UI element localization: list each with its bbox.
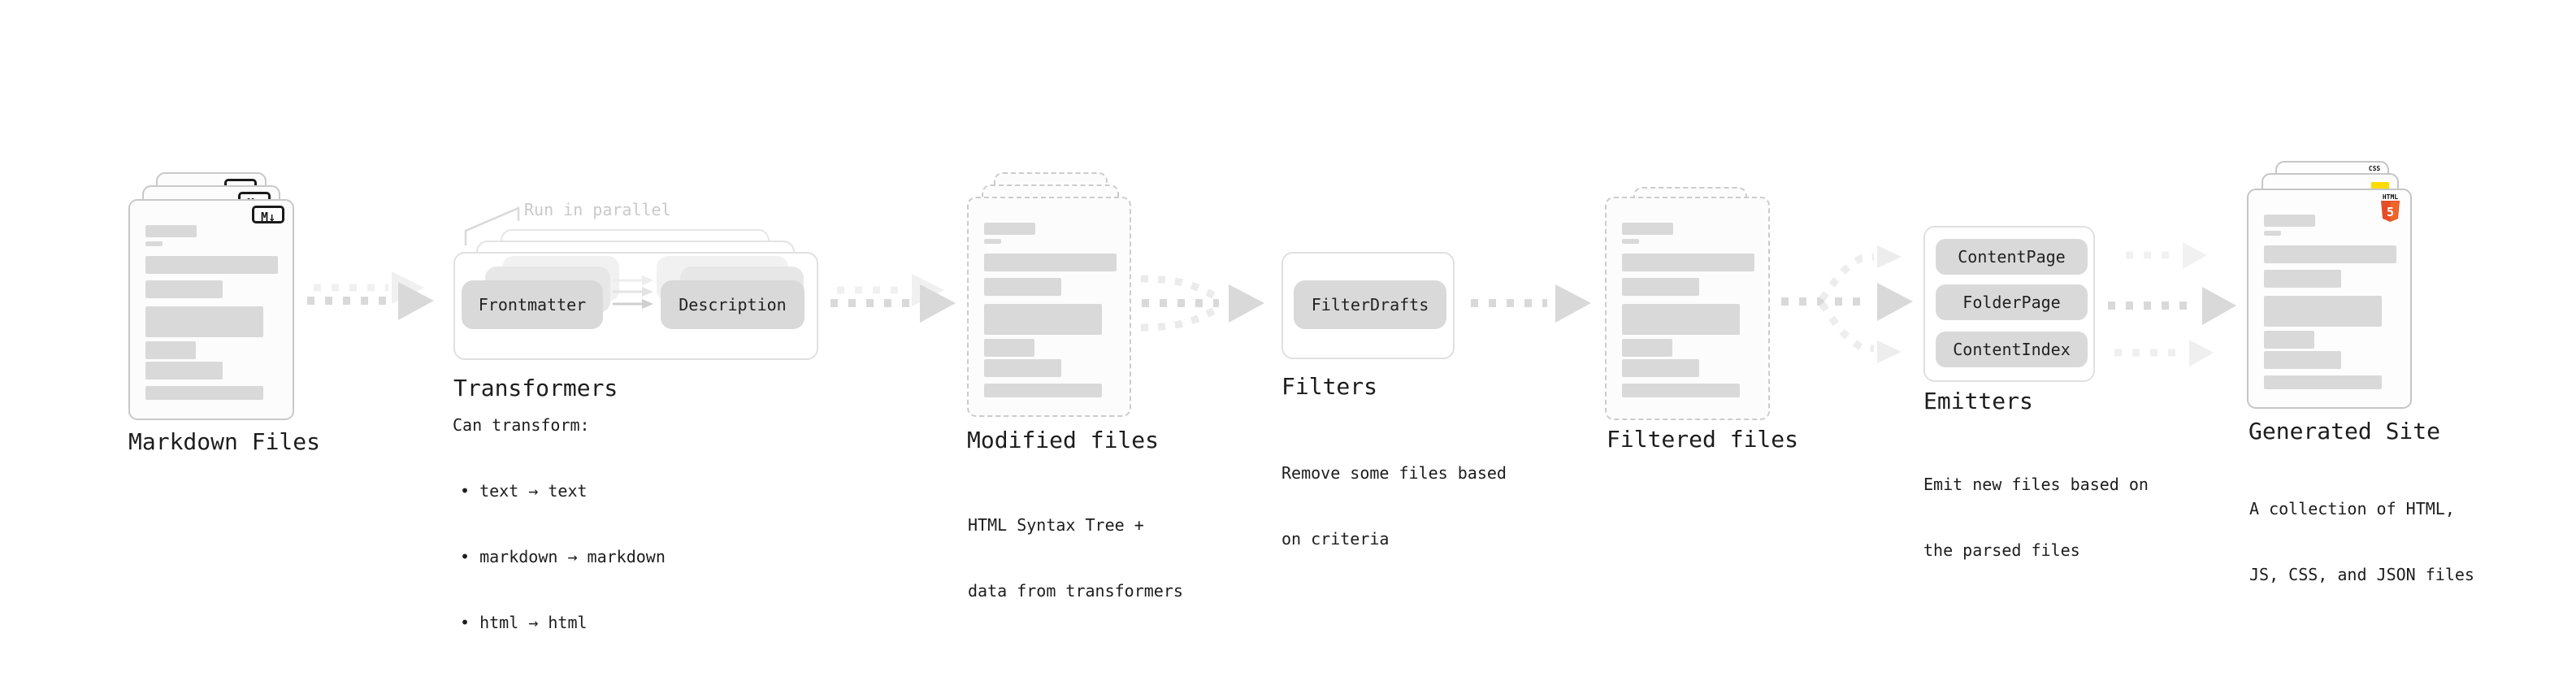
text-placeholder-bar [1622, 339, 1672, 357]
text-placeholder-bar [1622, 254, 1754, 271]
text-placeholder-bar [1622, 304, 1740, 335]
text-placeholder-bar [145, 341, 196, 359]
text-placeholder-bar [984, 223, 1035, 235]
stage-generated-site: CSS HTML 5 [2247, 161, 2442, 413]
text-placeholder-bar [2264, 296, 2382, 327]
modified-files-title: Modified files [967, 427, 1160, 453]
stage-filtered-files [1605, 187, 1800, 431]
markdown-files-title: Markdown Files [128, 428, 321, 455]
bullet-item: • text → text [460, 481, 588, 501]
text-placeholder-bar [2264, 270, 2341, 288]
text-placeholder-bar [145, 256, 278, 274]
file-card-front [967, 197, 1131, 417]
emitters-card: ContentPage FolderPage ContentIndex [1923, 226, 2095, 382]
svg-text:5: 5 [2387, 205, 2394, 219]
bullet-item: • html → html [460, 613, 588, 632]
text-placeholder-bar [145, 225, 197, 237]
arrow-filtered-to-emitters [1781, 245, 1913, 363]
file-card-front: M↓ [128, 199, 294, 420]
filters-subtitle: Remove some files based on criteria [1281, 419, 1507, 594]
emitter-pill-contentpage: ContentPage [1936, 239, 2088, 275]
text-placeholder-bar [145, 386, 263, 400]
generated-site-title: Generated Site [2249, 418, 2441, 445]
stage-markdown-files: M↓ M↓ M↓ [128, 172, 323, 424]
text-placeholder-bar [145, 362, 223, 380]
text-placeholder-bar [984, 339, 1034, 357]
arrow-emitters-to-generated [2108, 242, 2236, 367]
javascript-icon [2371, 182, 2389, 190]
filters-card: FilterDrafts [1281, 252, 1455, 359]
html5-icon: HTML 5 [2381, 193, 2400, 226]
transformers-title: Transformers [453, 375, 618, 401]
text-placeholder-bar [1622, 278, 1699, 296]
text-placeholder-bar [2264, 351, 2341, 369]
text-placeholder-bar [2264, 231, 2281, 236]
subtitle-line: the parsed files [1923, 540, 2080, 560]
subtitle-line: JS, CSS, and JSON files [2249, 565, 2474, 584]
text-placeholder-bar [145, 306, 263, 337]
subtitle-line: on criteria [1281, 529, 1390, 549]
text-placeholder-bar [984, 359, 1061, 377]
transformers-bullet-list: • text → text • markdown → markdown • ht… [460, 436, 666, 678]
text-placeholder-bar [1622, 239, 1639, 244]
html5-icon-label: HTML [2382, 193, 2399, 201]
text-placeholder-bar [1622, 384, 1740, 397]
text-placeholder-bar [1622, 359, 1699, 377]
text-placeholder-bar [145, 280, 223, 298]
arrow-transformers-to-modified [830, 274, 956, 323]
text-placeholder-bar [145, 241, 163, 246]
transformer-pill-frontmatter: Frontmatter [462, 280, 603, 329]
text-placeholder-bar [2264, 331, 2314, 349]
subtitle-line: A collection of HTML, [2249, 499, 2455, 518]
subtitle-line: data from transformers [968, 581, 1183, 601]
file-card-front [1605, 197, 1770, 420]
transformers-desc-heading: Can transform: [453, 415, 590, 435]
text-placeholder-bar [2264, 245, 2396, 263]
subtitle-line: HTML Syntax Tree + [968, 515, 1144, 535]
filter-pill-filterdrafts: FilterDrafts [1294, 280, 1446, 329]
text-placeholder-bar [1622, 223, 1673, 235]
modified-files-subtitle: HTML Syntax Tree + data from transformer… [968, 471, 1183, 646]
emitters-title: Emitters [1923, 388, 2033, 414]
filters-title: Filters [1281, 373, 1378, 400]
html5-shield-icon: 5 [2381, 201, 2400, 222]
subtitle-line: Emit new files based on [1923, 475, 2149, 494]
generated-site-subtitle: A collection of HTML, JS, CSS, and JSON … [2249, 454, 2474, 630]
run-in-parallel-note: Run in parallel [524, 200, 671, 219]
text-placeholder-bar [984, 384, 1102, 397]
text-placeholder-bar [984, 278, 1061, 296]
css-icon-label: CSS [2368, 165, 2381, 172]
stage-modified-files [967, 172, 1162, 424]
text-placeholder-bar [2264, 375, 2382, 389]
filtered-files-title: Filtered files [1607, 426, 1799, 453]
file-card-front: HTML 5 [2247, 189, 2412, 409]
text-placeholder-bar [2264, 215, 2315, 227]
transformer-pill-description: Description [661, 280, 804, 329]
emitters-subtitle: Emit new files based on the parsed files [1923, 430, 2149, 605]
arrow-filters-to-filtered [1471, 284, 1591, 323]
text-placeholder-bar [984, 304, 1102, 335]
text-placeholder-bar [984, 239, 1001, 244]
markdown-icon: M↓ [252, 206, 284, 224]
text-placeholder-bar [984, 254, 1117, 271]
emitter-pill-folderpage: FolderPage [1936, 284, 2088, 320]
bullet-item: • markdown → markdown [460, 547, 666, 566]
subtitle-line: Remove some files based [1281, 463, 1507, 483]
emitter-pill-contentindex: ContentIndex [1936, 332, 2088, 367]
arrow-markdown-to-transformers [307, 271, 434, 320]
